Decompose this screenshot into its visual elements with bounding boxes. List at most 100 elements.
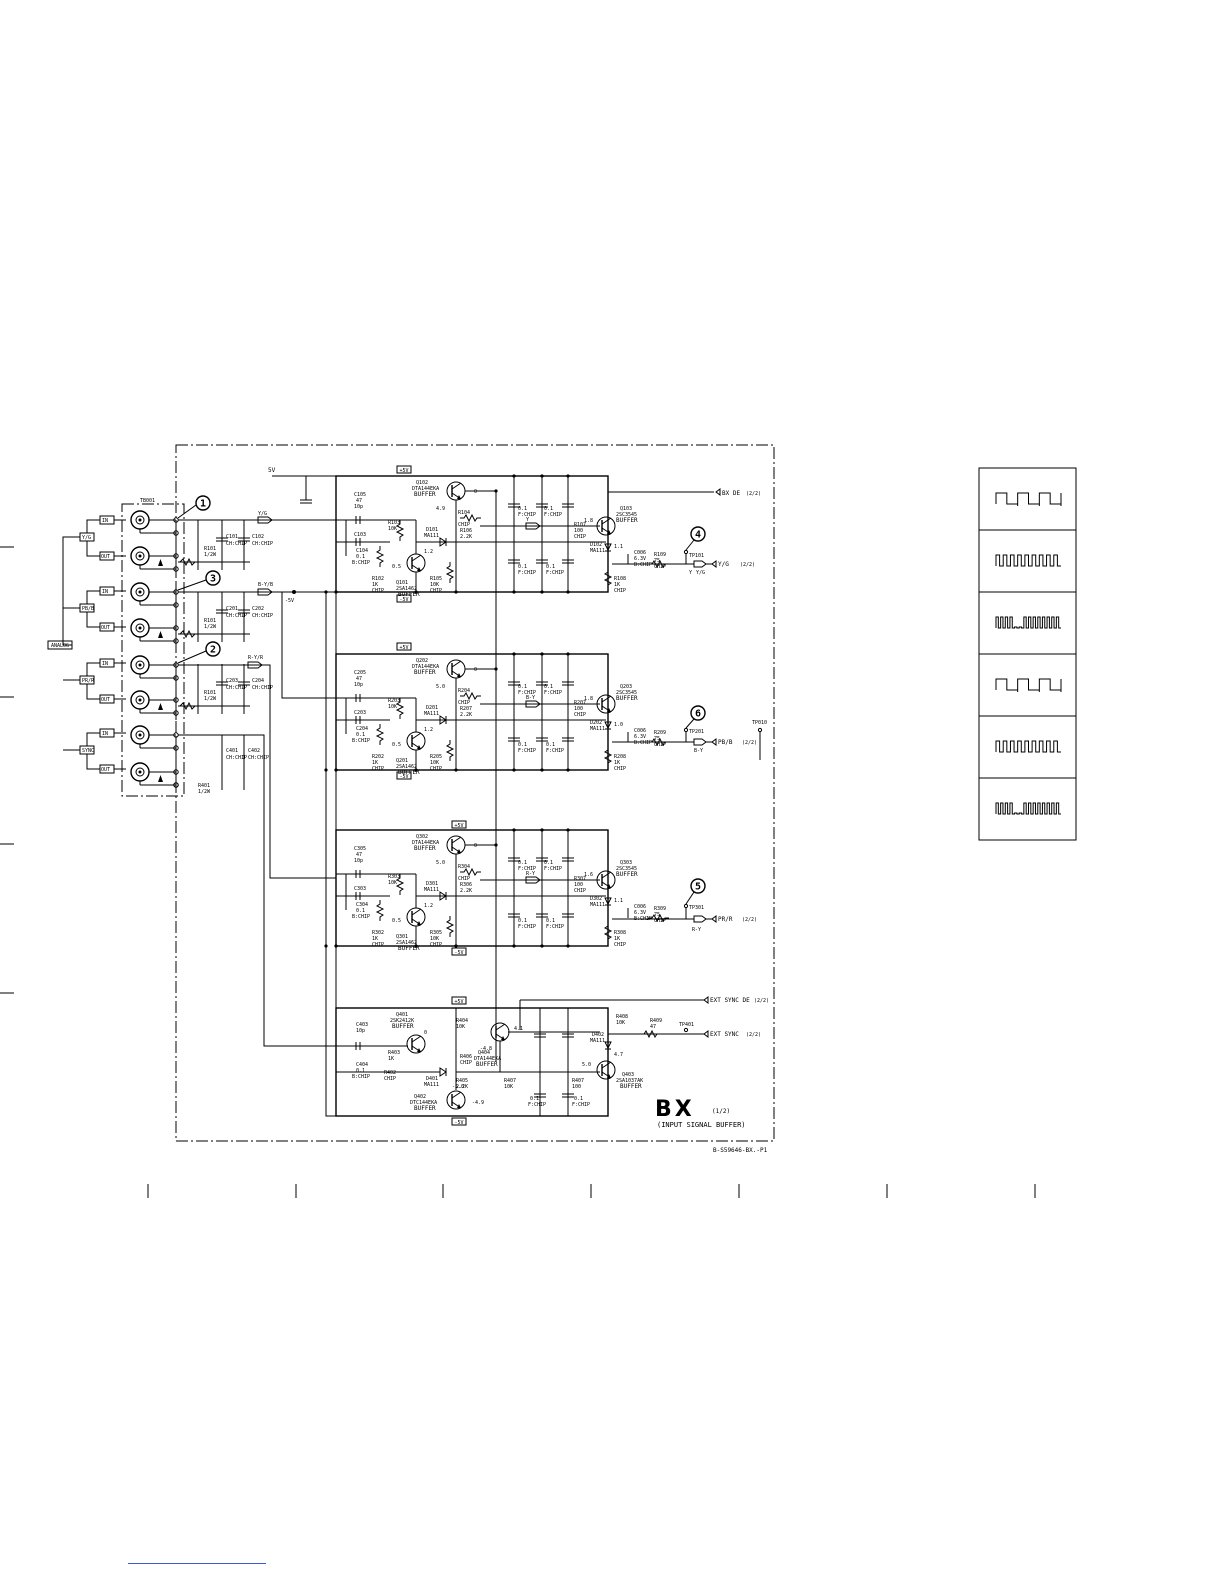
res-label: R307 [574,876,586,882]
jack-3 [130,582,179,608]
cap-value: 0.1 [518,564,527,570]
res-type: CHIP [574,712,586,718]
signal-ry-label: R-Y [692,927,701,933]
res-type: CHIP [654,918,666,924]
connector-outline [121,503,185,797]
input-group-out-label: OUT [101,625,110,631]
res-value: 1K [614,936,620,942]
title-block: BX (1/2) (INPUT SIGNAL BUFFER) B-S59646-… [655,1097,768,1154]
v-top: 5.0 [436,684,445,690]
cap-value: 0.1 [544,860,553,866]
q-out-part: 2SC3545 [616,866,637,872]
cap-label: C204 [356,726,368,732]
cap-value: 0.1 [518,860,527,866]
v-top: 5.0 [436,860,445,866]
marker-5-label: 5 [695,882,701,893]
q402-part: DTC144EKA [410,1100,437,1106]
cap-value: 0.1 [546,918,555,924]
cap-type: B:CHIP [352,1074,370,1080]
rail-label-minus5-3: -5V [454,950,463,956]
marker-1-label: 1 [200,499,206,510]
marker-6: 6 [690,705,706,721]
cap-label: C204 [252,678,264,684]
res-type: CHIP [654,742,666,748]
cap-type: F:CHIP [544,690,562,696]
output-bx-de: BX DE [722,490,740,497]
rail-label-plus5-2: +5V [399,645,408,651]
input-group-out-label: OUT [101,767,110,773]
v-3: -5.0 [452,1084,464,1090]
res-label: R404 [456,1018,468,1024]
res-label: R209 [654,730,666,736]
cap-label: C201 [226,606,238,612]
cap-value: 0.1 [518,918,527,924]
rail-label-minus5-2: -5V [399,774,408,780]
jack-2 [130,520,179,576]
tp301-label: TP301 [689,905,704,911]
res-type: CHIP [614,766,626,772]
q-bot-ref: Q201 [396,758,408,764]
d1-part: MA111 [424,887,439,893]
q-bot-ref: Q301 [396,934,408,940]
res-value: 10K [388,526,397,532]
cap-label: C303 [354,886,366,892]
connector-label: TB001 [140,498,155,504]
q401-role: BUFFER [392,1023,414,1030]
stage-3-q-out [596,870,616,890]
input-ryr-label: R-Y/R [248,655,264,661]
res-label: R402 [384,1070,396,1076]
internal-signal-label: B-Y [526,695,535,701]
input-group-name: Y/G [82,535,91,541]
rail-label-minus5-1: -5V [399,597,408,603]
q-bot-part: 2SA1462 [396,586,417,592]
analog-label: ANALOG [51,643,69,649]
res-value: 1/2W [198,789,211,795]
input-byb-label: B-Y/B [258,582,273,588]
res-value: 2.2K [456,1084,468,1090]
input-group-in-label: IN [102,661,108,667]
v-zero: 0 [424,1030,427,1036]
res-label: R304 [458,864,470,870]
input-group-name: PR/R [82,678,95,684]
cap-type: F:CHIP [572,1102,590,1108]
stage-boxes [335,475,609,1117]
q-top-ref: Q202 [416,658,428,664]
minus5-node-label: -5V [285,598,294,604]
board-sheet: (1/2) [712,1108,730,1115]
analog-label-group: ANALOG [47,536,80,751]
v-top: 4.9 [436,506,445,512]
cap-type: B:CHIP [634,562,652,568]
q401-part: 2SK2412K [390,1018,414,1024]
rail-label-minus5-4: -5V [454,1120,463,1126]
res-label: R208 [614,754,626,760]
res-value: 100 [574,706,583,712]
res-label: R305 [430,930,442,936]
res-type: CHIP [372,766,384,772]
cap-label: C404 [356,1062,368,1068]
cap-label: C203 [226,678,238,684]
stage-4-circuit: Q4012SK2412KBUFFER0Q404DTA144EKABUFFER4.… [336,1008,662,1116]
res-value: 1K [614,582,620,588]
q-top-role: BUFFER [414,669,436,676]
res-label: R409 [650,1018,662,1024]
q-out-ref: Q103 [620,506,632,512]
res-value: 10K [504,1084,513,1090]
output-ext-sync-de-sheet: (2/2) [754,998,769,1004]
res-label: R106 [460,528,472,534]
cap-label: C104 [356,548,368,554]
cap-value: 10p [356,1028,365,1034]
q402-ref: Q402 [414,1094,426,1100]
q-top-role: BUFFER [414,491,436,498]
supply-5v-label: 5V [268,467,276,474]
v-diode: 1.1 [614,898,623,904]
d1-part: MA111 [424,533,439,539]
input-group-in-label: IN [102,731,108,737]
cap-type: F:CHIP [544,866,562,872]
res-label: R105 [430,576,442,582]
tp201-label: TP201 [689,729,704,735]
res-type: CHIP [654,564,666,570]
cap-value: 10p [354,504,363,510]
marker-2: 2 [205,641,221,657]
